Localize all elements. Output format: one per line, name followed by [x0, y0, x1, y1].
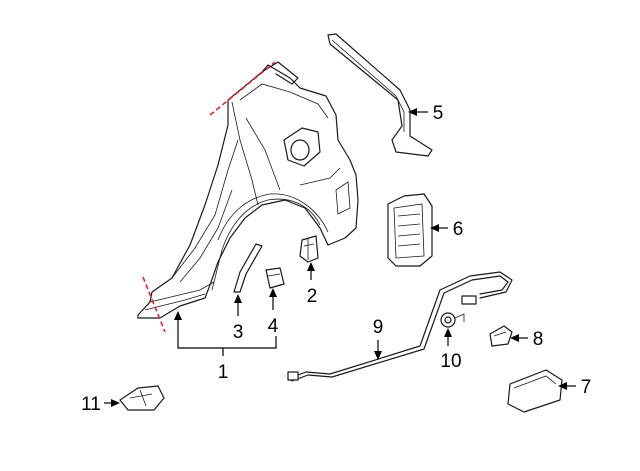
callout-11[interactable]: 11 [81, 394, 101, 415]
spring-clip[interactable] [489, 325, 513, 347]
leader-7 [558, 382, 576, 390]
callout-6[interactable]: 6 [453, 219, 464, 240]
leader-10 [444, 328, 452, 346]
cut-line-bottom [142, 276, 166, 333]
callout-9[interactable]: 9 [373, 317, 384, 338]
callout-2[interactable]: 2 [307, 286, 318, 307]
arch-molding[interactable] [233, 243, 263, 293]
leader-9 [374, 340, 382, 360]
leader-1 [174, 311, 277, 356]
quarter-panel[interactable] [137, 61, 359, 319]
fuel-door-housing[interactable] [387, 193, 433, 267]
release-lever[interactable] [119, 385, 165, 411]
release-cable[interactable] [287, 271, 513, 382]
leader-3 [234, 294, 242, 316]
leader-8 [510, 334, 528, 342]
leader-4 [269, 288, 277, 310]
cut-line-top [209, 61, 276, 116]
callout-5[interactable]: 5 [433, 103, 444, 124]
clip[interactable] [265, 267, 285, 289]
leader-11 [104, 399, 120, 407]
callout-7[interactable]: 7 [581, 377, 592, 398]
leader-6 [430, 224, 448, 232]
callout-1[interactable]: 1 [218, 362, 229, 383]
callout-3[interactable]: 3 [233, 322, 244, 343]
pillar-molding[interactable] [327, 33, 433, 157]
callout-10[interactable]: 10 [440, 351, 461, 372]
bracket[interactable] [299, 235, 319, 263]
grommet[interactable] [440, 312, 465, 328]
fuel-door[interactable] [507, 369, 563, 413]
leader-2 [307, 262, 315, 280]
leader-5 [408, 108, 428, 116]
callout-8[interactable]: 8 [533, 329, 544, 350]
callout-4[interactable]: 4 [268, 316, 279, 337]
